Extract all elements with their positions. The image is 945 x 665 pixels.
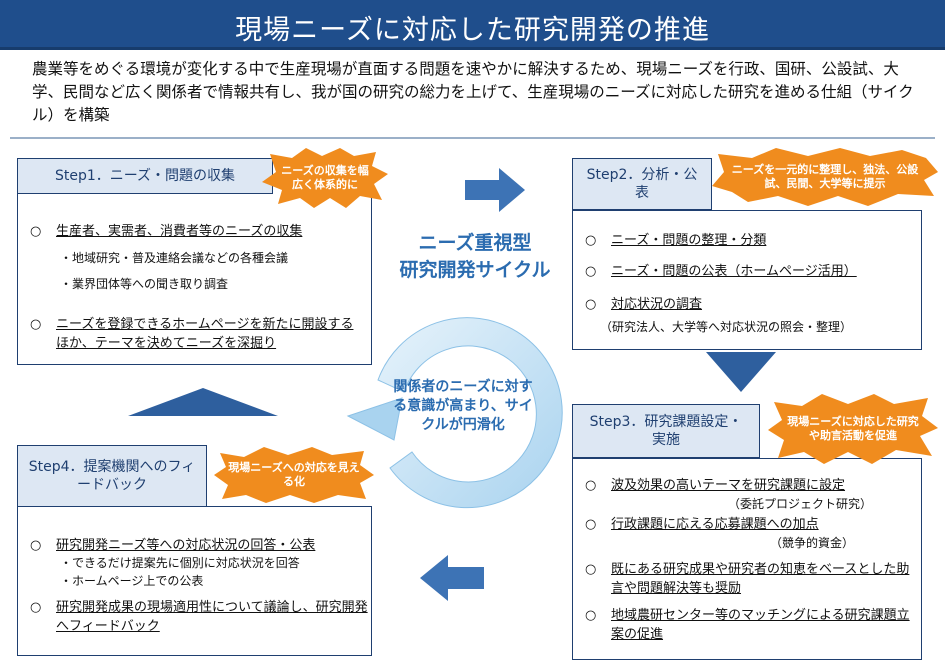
step3-heading: Step3．研究課題設定・実施 (572, 404, 760, 458)
step3-badge: 現場ニーズに対応した研究や助言活動を促進 (768, 394, 938, 464)
step2-badge-text: ニーズを一元的に整理し、独法、公設試、民間、大学等に提示 (731, 163, 919, 190)
arrow-up-icon (128, 388, 278, 416)
arrow-down-icon (706, 352, 776, 392)
step4-box (17, 506, 372, 656)
step2-box (572, 210, 922, 350)
cycle-ring-icon (346, 317, 563, 509)
burst-shape-icon (214, 447, 374, 503)
step1-heading: Step1．ニーズ・問題の収集 (17, 158, 273, 194)
cycle-title-line2: 研究開発サイクル (399, 259, 551, 281)
step1-badge-text: ニーズの収集を幅広く体系的に (281, 164, 369, 191)
step2-item-3: ○ 対応状況の調査 (585, 297, 703, 312)
step1-sub-2: ・業界団体等への聞き取り調査 (60, 277, 229, 291)
page-title: 現場ニーズに対応した研究開発の推進 (235, 15, 710, 46)
intro-divider (10, 137, 935, 139)
step3-box (572, 458, 922, 660)
step1-box (17, 183, 372, 365)
step4-item-2: ○ 研究開発成果の現場適用性について議論し、研究開発へフィードバック (30, 600, 368, 634)
title-bar: 現場ニーズに対応した研究開発の推進 (0, 0, 945, 50)
step1-heading-text: Step1．ニーズ・問題の収集 (54, 168, 236, 184)
burst-shape-icon (262, 148, 388, 208)
step4-heading: Step4．提案機関へのフィードバック (17, 445, 207, 507)
step3-item-3: ○ 既にある研究成果や研究者の知恵をベースとした助言や問題解決等も奨励 (585, 562, 910, 596)
burst-shape-icon (712, 148, 938, 206)
step4-sub-1: ・できるだけ提案先に個別に対応状況を回答 (60, 556, 300, 570)
step3-sub-2: （競争的資金） (770, 536, 855, 550)
step4-sub-2: ・ホームページ上での公表 (60, 574, 204, 588)
step1-badge: ニーズの収集を幅広く体系的に (262, 148, 388, 208)
cycle-center-text: 関係者のニーズに対する意識が高まり、サイクルが円滑化 (393, 379, 533, 433)
step2-heading: Step2．分析・公表 (572, 158, 712, 210)
step4-heading-text: Step4．提案機関へのフィードバック (28, 459, 196, 493)
step3-heading-text: Step3．研究課題設定・実施 (589, 414, 743, 448)
cycle-title: ニーズ重視型 研究開発サイクル (375, 230, 575, 284)
step4-item-1: ○ 研究開発ニーズ等への対応状況の回答・公表 (30, 538, 316, 553)
step1-item-2: ○ ニーズを登録できるホームページを新たに開設するほか、テーマを決めてニーズを深… (30, 317, 354, 351)
arrow-left-icon (420, 555, 484, 601)
step3-item-1: ○ 波及効果の高いテーマを研究課題に設定 (585, 478, 846, 493)
cycle-title-line1: ニーズ重視型 (418, 232, 532, 254)
step1-sub-1: ・地域研究・普及連絡会議などの各種会議 (60, 251, 289, 265)
intro-text: 農業等をめぐる環境が変化する中で生産現場が直面する問題を速やかに解決するため、現… (32, 60, 914, 124)
step2-item-1: ○ ニーズ・問題の整理・分類 (585, 233, 767, 248)
step2-heading-text: Step2．分析・公表 (586, 167, 698, 201)
step3-item-2: ○ 行政課題に応える応募課題への加点 (585, 517, 819, 532)
step3-sub-1: （委託プロジェクト研究） (728, 497, 873, 511)
step4-badge: 現場ニーズへの対応を見える化 (214, 447, 374, 503)
step1-item-1: ○ 生産者、実需者、消費者等のニーズの収集 (30, 224, 303, 239)
arrow-right-icon (465, 168, 525, 212)
step4-badge-text: 現場ニーズへの対応を見える化 (228, 461, 360, 488)
burst-shape-icon (768, 394, 938, 464)
step2-badge: ニーズを一元的に整理し、独法、公設試、民間、大学等に提示 (712, 148, 938, 206)
step3-badge-text: 現場ニーズに対応した研究や助言活動を促進 (787, 415, 919, 442)
step2-item-2: ○ ニーズ・問題の公表（ホームページ活用） (585, 264, 857, 279)
step3-item-4: ○ 地域農研センター等のマッチングによる研究課題立案の促進 (585, 608, 910, 642)
step2-sub-1: （研究法人、大学等へ対応状況の照会・整理） (600, 320, 853, 334)
